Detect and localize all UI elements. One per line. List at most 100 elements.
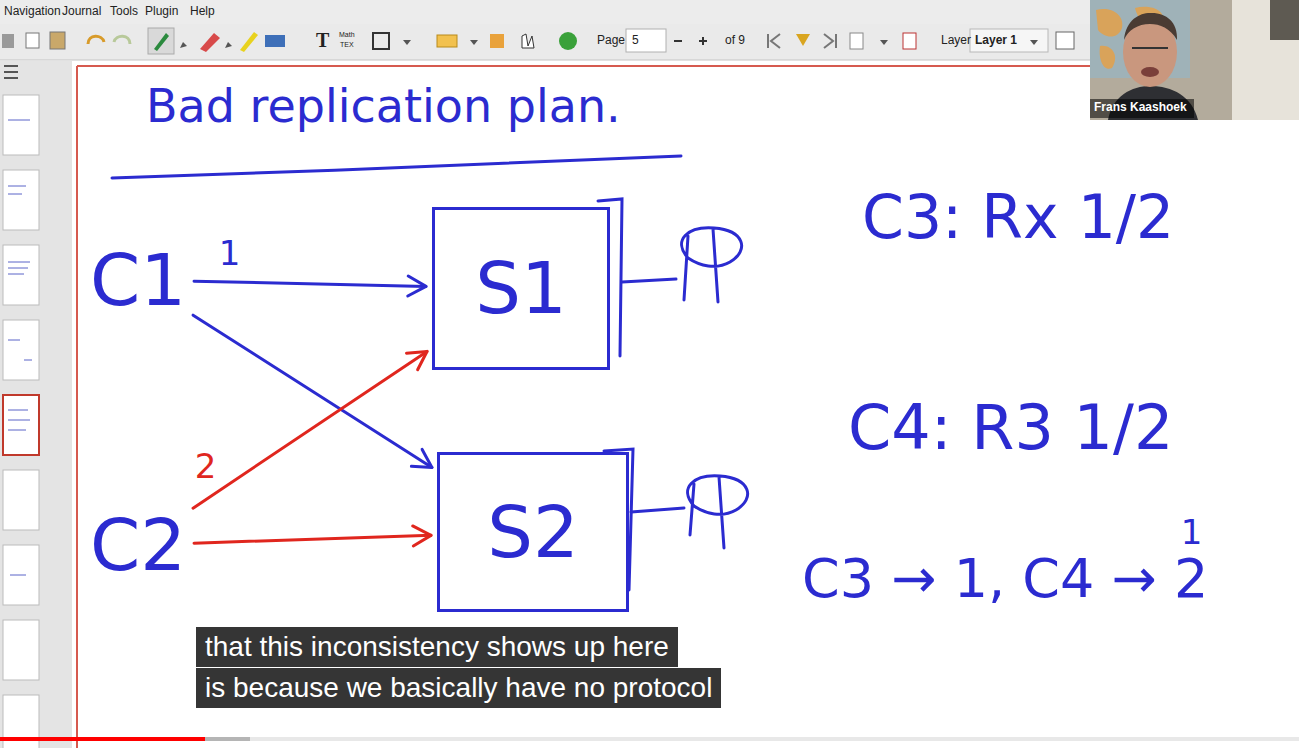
text-tool-icon: T [316,29,329,52]
dropdown-arrow [225,42,232,48]
pen-icon [154,33,169,51]
paste-icon [50,32,65,49]
menu-item: Journal [62,5,101,19]
page-thumbnail [3,470,39,530]
page-thumbnail [3,320,39,380]
handwritten-note: 1 [1181,513,1203,552]
page-number: 5 [632,34,639,48]
refresh-icon [559,32,577,50]
connector [194,535,431,543]
message-number: 2 [192,447,220,486]
undo-icon [88,36,104,44]
server-name: S2 [487,491,579,574]
vertical-space-icon [490,34,504,48]
page-thumbnail [3,170,39,230]
new-page-icon [850,33,863,49]
handwritten-note: C4: R3 1/2 [848,392,1173,463]
minus-button [674,40,682,42]
menu-item: Help [190,5,215,19]
client-name: C1 [90,239,186,322]
video-background [1090,0,1299,120]
toolbar-text: Page [597,34,625,48]
storage-wire [631,508,684,512]
connector [193,351,427,508]
thumbnail-scribble [8,120,32,575]
subtitle-line: that this inconsistency shows up here [196,627,678,667]
delete-page-icon [903,33,916,49]
arrow-head [406,351,427,369]
last-page-icon [824,34,836,48]
server-name: S1 [475,247,567,330]
person-mouth [1141,67,1159,77]
copy-icon [26,33,39,48]
fullscreen-icon [1056,32,1074,49]
menu-item: Tools [110,5,138,19]
page-thumbnail [3,245,39,305]
page-border [76,66,78,748]
message-number: 1 [216,234,244,273]
cut-icon [2,34,14,48]
arrow-head [411,449,432,467]
progress-track [0,737,1299,741]
storage-wire [622,279,676,282]
dropdown-arrow [403,40,411,45]
page-sidebar [0,61,72,748]
handwritten-note: C3: Rx 1/2 [862,183,1174,252]
image-icon [265,35,285,47]
server-box: S2 [437,452,629,612]
first-page-icon [768,34,780,48]
layer-name: Layer 1 [975,34,1017,48]
progress-buffer [0,737,250,741]
toolbar-text: Layer [941,34,971,48]
select-icon [437,35,457,47]
arrow-head [413,526,431,546]
room-wall [1232,0,1299,120]
subtitle-line: is because we basically have no protocol [196,668,721,708]
menu-item: Plugin [145,5,178,19]
name-tag [1090,99,1194,118]
storage-symbol [688,476,748,548]
plus-button [702,37,704,45]
latex-tool-icon: TEX [340,41,354,49]
storage-symbol [682,228,742,302]
slide-title: Bad replication plan. [146,80,621,133]
page-thumbnail-selected [3,395,39,455]
dropdown-arrow [180,42,187,48]
connector [194,281,426,286]
page-thumbnails [3,95,39,748]
redo-icon [114,36,130,44]
box-bracket [598,199,622,356]
server-box: S1 [432,207,610,370]
video-thumbnail [1090,0,1299,120]
rectangle-icon [373,33,389,49]
page-thumbnail [3,620,39,680]
connector [193,315,432,467]
speaker-name: Frans Kaashoek [1094,101,1187,115]
arrow-head [408,276,426,296]
hand-icon [522,34,534,48]
room-shadow [1270,0,1299,40]
dropdown-arrow [880,40,888,45]
toolbar-text: of 9 [725,34,745,48]
progress-played [0,737,205,741]
client-name: C2 [90,504,186,587]
toolbar-icons [2,28,1074,54]
page-input [626,29,666,52]
client-label: C2 [88,504,188,587]
person-glasses [1132,47,1168,49]
person-hair [1124,13,1177,40]
client-label: C1 [88,239,188,322]
pen-selected [148,28,174,54]
down-icon [796,34,810,46]
dropdown-arrow [470,40,478,45]
handwritten-note: C3 → 1, C4 → 2 [802,548,1208,610]
eraser-icon [200,33,220,52]
latex-tool-icon: Math [339,31,355,39]
menu-item: Navigation [4,5,61,19]
dropdown-arrow [1030,40,1038,45]
sidebar-icon [4,66,18,78]
title-underline [112,156,681,178]
page-thumbnail [3,95,39,155]
highlighter-icon [240,32,258,52]
